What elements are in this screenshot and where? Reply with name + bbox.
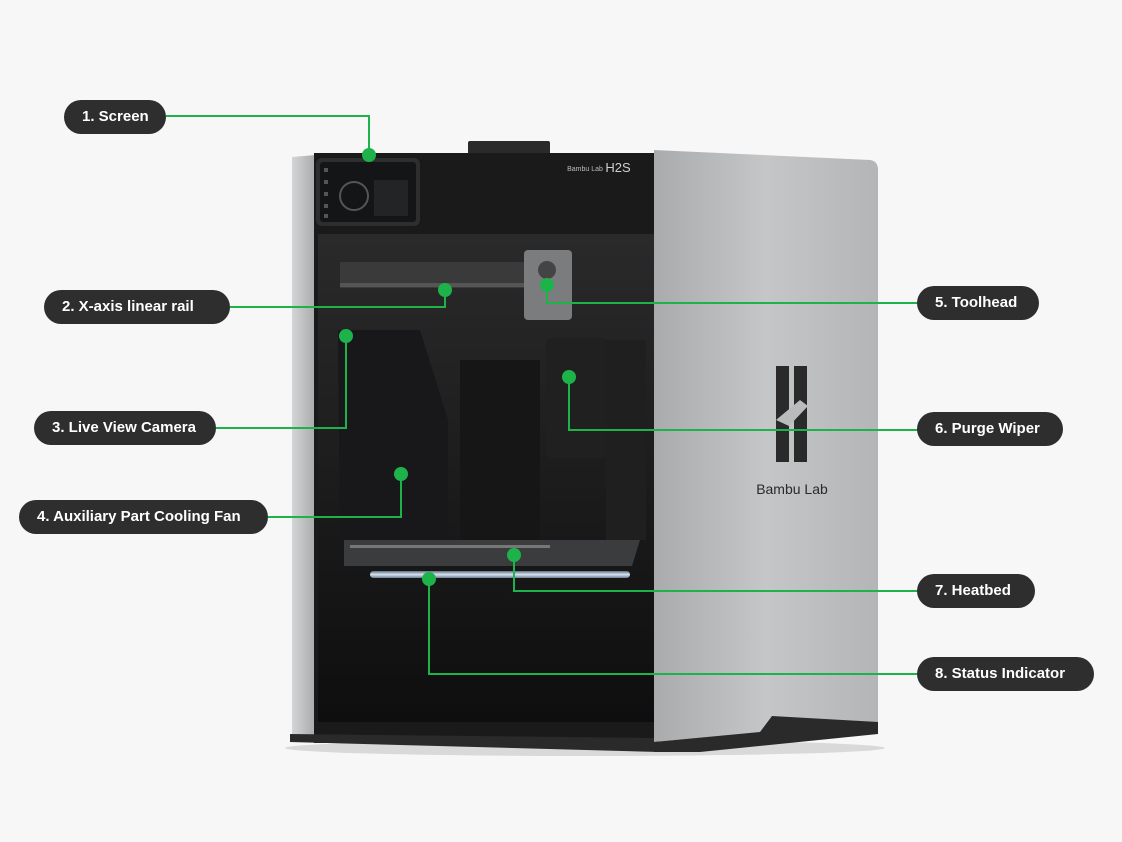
purge-wiper-shape — [546, 338, 608, 458]
dot-screen — [362, 148, 376, 162]
leader-auxiliary-fan — [268, 474, 402, 518]
fan-duct-shape — [338, 330, 448, 540]
side-panel — [654, 150, 878, 742]
dot-live-view-camera — [339, 329, 353, 343]
callout-heatbed: 7. Heatbed — [917, 574, 1035, 608]
base-lip — [290, 734, 660, 752]
side-brand-text: Bambu Lab — [756, 481, 828, 497]
leader-purge-wiper — [568, 377, 918, 431]
callout-toolhead: 5. Toolhead — [917, 286, 1039, 320]
left-post — [292, 155, 316, 738]
callout-live-view-camera: 3. Live View Camera — [34, 411, 216, 445]
dot-status-indicator — [422, 572, 436, 586]
dot-x-axis-rail — [438, 283, 452, 297]
dot-heatbed — [507, 548, 521, 562]
callout-x-axis-linear-rail: 2. X-axis linear rail — [44, 290, 230, 324]
top-handle — [468, 141, 550, 155]
leader-status-indicator — [428, 579, 918, 675]
bambu-lab-logo-mark — [776, 366, 808, 462]
callout-status-indicator: 8. Status Indicator — [917, 657, 1094, 691]
leader-heatbed — [513, 555, 918, 592]
leader-live-view-camera — [216, 336, 347, 429]
side-foot — [654, 716, 878, 752]
dot-toolhead — [540, 278, 554, 292]
small-brand-text: Bambu Lab — [567, 166, 603, 173]
leader-screen — [166, 115, 370, 155]
leader-toolhead — [546, 285, 918, 304]
leader-x-axis-rail — [230, 290, 446, 308]
model-badge: H2S — [605, 160, 631, 175]
callout-auxiliary-part-cooling-fan: 4. Auxiliary Part Cooling Fan — [19, 500, 268, 534]
callout-purge-wiper: 6. Purge Wiper — [917, 412, 1063, 446]
dot-auxiliary-fan — [394, 467, 408, 481]
callout-screen: 1. Screen — [64, 100, 166, 134]
dot-purge-wiper — [562, 370, 576, 384]
